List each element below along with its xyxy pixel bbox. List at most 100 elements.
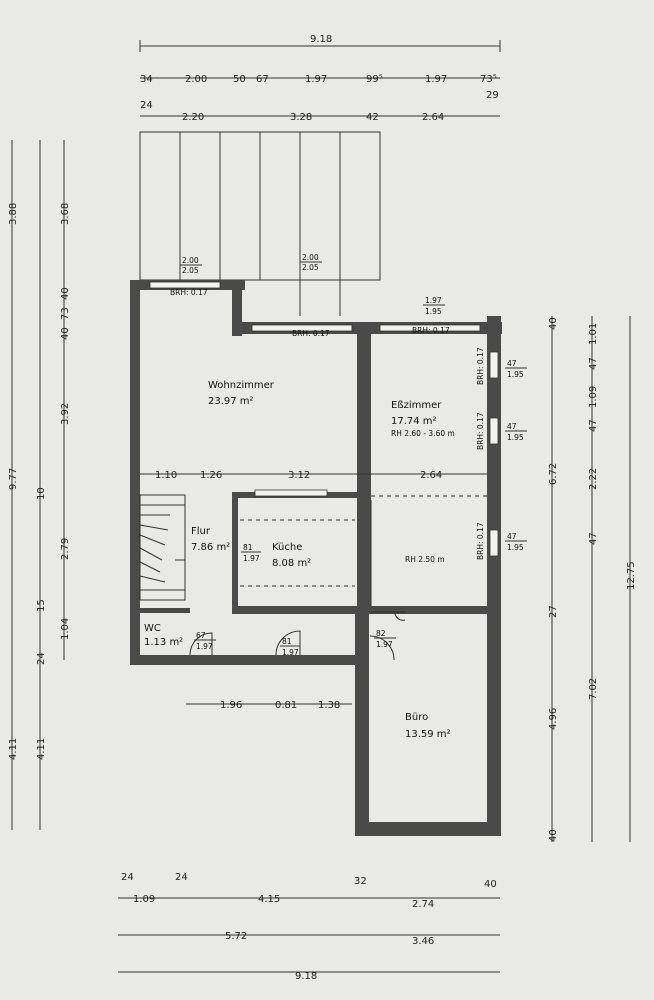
- dim-int-mid-0: 1.10: [155, 470, 177, 481]
- dim-right-mid-5: 47: [588, 532, 599, 545]
- dim-int-low-2: 1.38: [318, 700, 340, 711]
- room-wohnzimmer-area: 23.97 m²: [208, 396, 254, 407]
- dim-left-inner-3: 40: [60, 327, 71, 340]
- dim-left-outer-2: 4.11: [8, 738, 19, 760]
- room-kueche-name: Küche: [272, 542, 302, 553]
- room-esszimmer-note: RH 2.60 - 3.60 m: [391, 429, 455, 438]
- dim-top-r1-7: 73⁵: [480, 74, 497, 85]
- dim-top-r2-0: 24: [140, 100, 153, 111]
- dim-bot-r3-0: 9.18: [295, 971, 317, 982]
- top-dimension-lines: 9.18 34 2.00 50 67 1.97 99⁵ 1.97 73⁵ 24 …: [139, 34, 501, 123]
- opening-labels: 2.00 2.05 2.00 2.05 1.97 1.95 BRH: 0.17 …: [170, 253, 527, 657]
- room-buero-area: 13.59 m²: [405, 729, 451, 740]
- door-buero-h: 1.97: [376, 640, 393, 649]
- win-r1-h: 1.95: [507, 370, 524, 379]
- brh-label-6: BRH: 0.17: [476, 522, 485, 560]
- dim-right-outer-0: 12.75: [626, 561, 637, 590]
- dim-bot-r2-1: 3.46: [412, 936, 434, 947]
- door-wc-h: 1.97: [196, 642, 213, 651]
- doors: [189, 611, 406, 661]
- win-r3-h: 1.95: [507, 543, 524, 552]
- dim-left-inner-0: 3.68: [60, 203, 71, 225]
- dim-bot-r1-2: 24: [175, 872, 188, 883]
- brh-label-5: BRH: 0.17: [476, 412, 485, 450]
- left-dimension-lines: 3.88 9.77 4.11 3.68 40 73 40 3.92 10 2.7…: [8, 140, 71, 830]
- dim-left-inner-9: 24: [36, 652, 47, 665]
- dim-left-inner-4: 3.92: [60, 403, 71, 425]
- dim-bot-r1-1: 1.09: [133, 894, 155, 905]
- win-r2-w: 47: [507, 422, 517, 431]
- door-kueche-h: 1.97: [243, 554, 260, 563]
- dim-bot-r1-4: 32: [354, 876, 367, 887]
- room-wohnzimmer-name: Wohnzimmer: [208, 380, 275, 391]
- windows: [149, 281, 499, 557]
- room-wc-name: WC: [144, 623, 161, 634]
- dim-right-mid-0: 1.01: [588, 323, 599, 345]
- win-mid-h: 2.05: [302, 263, 319, 272]
- dim-left-outer-0: 3.88: [8, 203, 19, 225]
- dim-top-r2-2: 3.28: [290, 112, 312, 123]
- room-flur-area: 7.86 m²: [191, 542, 230, 553]
- brh-label-2: BRH: 0.17: [292, 329, 330, 338]
- win-r2-h: 1.95: [507, 433, 524, 442]
- win-mid-w: 2.00: [302, 253, 319, 262]
- room-esszimmer-name: Eßzimmer: [391, 400, 442, 411]
- dim-top-r1-0: 34: [140, 74, 153, 85]
- dim-left-outer-1: 9.77: [8, 468, 19, 490]
- dim-right-mid-4: 2.22: [588, 468, 599, 490]
- win-top-right-h: 1.95: [425, 307, 442, 316]
- dim-bot-r1-5: 2.74: [412, 899, 434, 910]
- right-dimension-lines: 40 6.72 27 4.96 40 1.01 47 1.09 47 2.22 …: [548, 316, 637, 842]
- room-flur-name: Flur: [191, 526, 211, 537]
- dim-right-inner-2: 27: [548, 605, 559, 618]
- door-flur-w: 81: [282, 637, 292, 646]
- brh-label-1: BRH: 0.17: [170, 288, 208, 297]
- dim-top-r1-4: 1.97: [305, 74, 327, 85]
- door-wc-w: 67: [196, 631, 206, 640]
- dim-int-low-1: 0.81: [275, 700, 297, 711]
- door-flur-h: 1.97: [282, 648, 299, 657]
- dim-left-inner-7: 15: [36, 599, 47, 612]
- dim-top-r1-1: 2.00: [185, 74, 207, 85]
- dim-left-inner-1: 40: [60, 287, 71, 300]
- dim-right-mid-2: 1.09: [588, 386, 599, 408]
- dim-right-mid-6: 7.02: [588, 678, 599, 700]
- brh-label-4: BRH: 0.17: [476, 347, 485, 385]
- dim-top-r1-5: 99⁵: [366, 74, 383, 85]
- dim-top-r1-3: 67: [256, 74, 269, 85]
- interior-lines: [140, 473, 487, 705]
- dim-right-inner-3: 4.96: [548, 708, 559, 730]
- door-buero: [369, 635, 395, 661]
- dim-bot-r1-6: 40: [484, 879, 497, 890]
- dim-int-mid-2: 3.12: [288, 470, 310, 481]
- brh-label-3: BRH: 0.17: [412, 326, 450, 335]
- terrace-pergola: [139, 131, 381, 316]
- dim-top-r1-6: 1.97: [425, 74, 447, 85]
- dim-top-total: 9.18: [310, 34, 332, 45]
- walls: [130, 280, 502, 836]
- dim-left-inner-2: 73: [60, 307, 71, 320]
- dim-left-inner-8: 1.04: [60, 618, 71, 640]
- door-buero-w: 82: [376, 629, 386, 638]
- internal-dimensions: 1.10 1.26 3.12 2.64 1.96 0.81 1.38: [155, 470, 442, 711]
- dim-right-mid-3: 47: [588, 419, 599, 432]
- dim-bot-r1-3: 4.15: [258, 894, 280, 905]
- room-buero-name: Büro: [405, 712, 428, 723]
- win-left-h: 2.05: [182, 266, 199, 275]
- staircase: [139, 494, 186, 601]
- dim-top-r2-1: 2.20: [182, 112, 204, 123]
- door-kueche-w: 81: [243, 543, 253, 552]
- room-wc-area: 1.13 m²: [144, 637, 183, 648]
- dim-bot-r2-0: 5.72: [225, 931, 247, 942]
- dim-int-mid-1: 1.26: [200, 470, 222, 481]
- dim-left-inner-5: 10: [36, 487, 47, 500]
- dim-left-inner-10: 4.11: [36, 738, 47, 760]
- win-r3-w: 47: [507, 532, 517, 541]
- dim-top-r2-4: 2.64: [422, 112, 444, 123]
- dim-top-r2-3: 42: [366, 112, 379, 123]
- dim-top-r1-2: 50: [233, 74, 246, 85]
- dim-right-inner-0: 40: [548, 317, 559, 330]
- room-labels: Wohnzimmer 23.97 m² Eßzimmer 17.74 m² RH…: [144, 380, 455, 740]
- dim-bot-r1-0: 24: [121, 872, 134, 883]
- dim-int-low-0: 1.96: [220, 700, 242, 711]
